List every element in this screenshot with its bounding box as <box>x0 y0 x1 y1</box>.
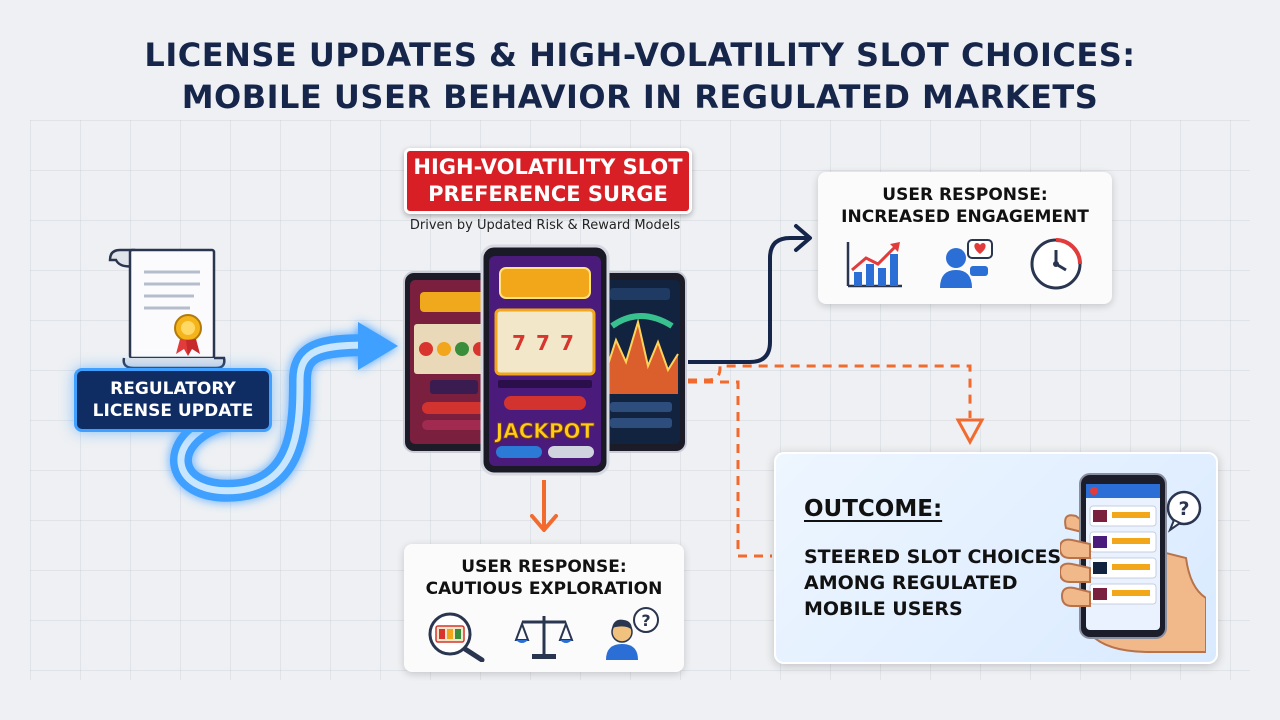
slot-phone-left <box>403 271 505 453</box>
surge-subtitle: Driven by Updated Risk & Reward Models <box>409 218 681 233</box>
page-title-line-1: LICENSE UPDATES & HIGH-VOLATILITY SLOT C… <box>144 36 1136 74</box>
blue-flow-arrow <box>170 322 398 502</box>
outcome-description: STEERED SLOT CHOICES AMONG REGULATED MOB… <box>804 544 1074 622</box>
exploration-title-line-2: CAUTIOUS EXPLORATION <box>425 579 663 599</box>
outcome-desc-line-1: STEERED SLOT CHOICES <box>804 546 1062 568</box>
svg-text:7: 7 <box>560 331 574 355</box>
user-question-icon: ? <box>606 607 659 660</box>
engagement-title-line-1: USER RESPONSE: <box>882 185 1048 205</box>
surge-banner-line-1: HIGH-VOLATILITY SLOT <box>413 155 683 179</box>
page-title-line-2: MOBILE USER BEHAVIOR IN REGULATED MARKET… <box>181 78 1099 116</box>
trend-chart-icon <box>846 242 902 288</box>
exploration-card: USER RESPONSE: CAUTIOUS EXPLORATION ? <box>404 544 684 672</box>
engagement-card: USER RESPONSE: INCREASED ENGAGEMENT <box>818 172 1112 304</box>
hand-phone-icon: ? <box>1060 473 1206 653</box>
dashed-arrow-to-outcome-left <box>688 380 772 558</box>
user-like-icon <box>940 239 993 288</box>
svg-text:?: ? <box>1178 498 1189 520</box>
svg-text:7: 7 <box>536 331 550 355</box>
engagement-title-line-2: INCREASED ENGAGEMENT <box>841 207 1089 227</box>
surge-banner-line-2: PREFERENCE SURGE <box>428 182 668 206</box>
svg-text:7: 7 <box>512 331 526 355</box>
regulatory-license-update-label: REGULATORY LICENSE UPDATE <box>74 368 272 432</box>
svg-text:?: ? <box>641 611 650 630</box>
outcome-title: OUTCOME: <box>804 496 943 522</box>
regulatory-label-line-1: REGULATORY <box>110 379 236 399</box>
slot-magnifier-icon <box>428 612 485 662</box>
license-document-icon <box>108 248 226 370</box>
slot-phones-group: 7 7 7 JACKPOT <box>403 244 687 476</box>
outcome-desc-line-3: MOBILE USERS <box>804 598 963 620</box>
balance-scale-icon <box>514 616 574 659</box>
outcome-desc-line-2: AMONG REGULATED <box>804 572 1018 594</box>
outcome-panel: OUTCOME: STEERED SLOT CHOICES AMONG REGU… <box>774 452 1218 664</box>
solid-arrow-to-engagement <box>688 236 810 364</box>
volatility-surge-banner: HIGH-VOLATILITY SLOT PREFERENCE SURGE <box>404 148 692 214</box>
regulatory-label-line-2: LICENSE UPDATE <box>92 401 254 421</box>
clock-icon <box>1030 238 1082 290</box>
dashed-arrow-to-outcome-top <box>688 364 972 418</box>
slot-phone-right <box>595 271 687 453</box>
exploration-title-line-1: USER RESPONSE: <box>461 557 627 577</box>
jackpot-text: JACKPOT <box>494 419 595 443</box>
slot-phone-center: 7 7 7 JACKPOT <box>480 244 610 476</box>
